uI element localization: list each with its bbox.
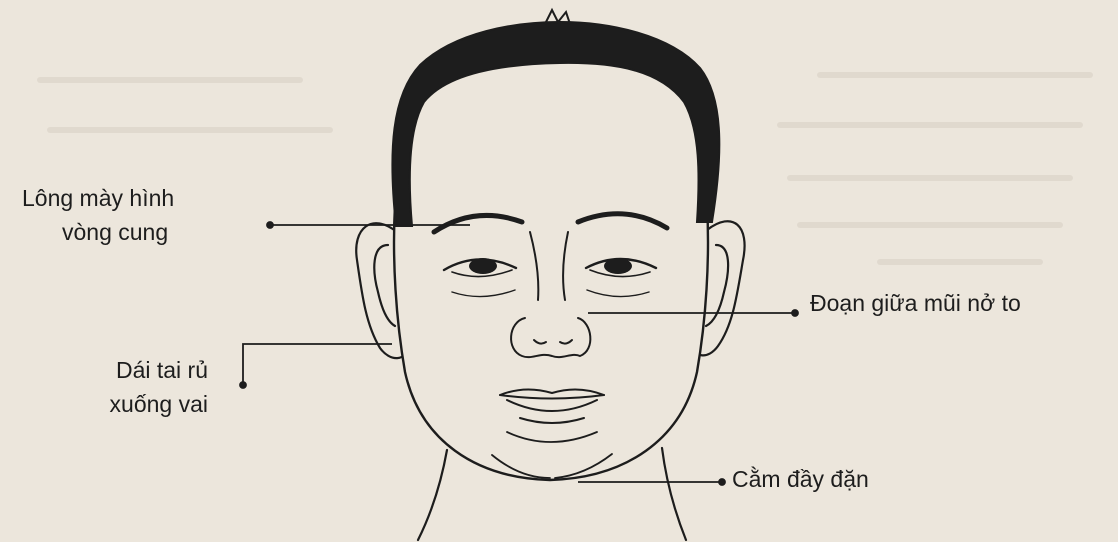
earlobe-label-line-2: xuống vai (60, 387, 208, 421)
eyebrow-label-line-2: vòng cung (22, 215, 174, 249)
eyebrow-label-line-1: Lông mày hình (22, 181, 174, 215)
nose-label: Đoạn giữa mũi nở to (810, 286, 1021, 320)
hair (392, 22, 719, 226)
right-pupil (604, 258, 632, 274)
eyebrow-label: Lông mày hình vòng cung (22, 181, 174, 249)
earlobe-label-line-1: Dái tai rủ (60, 353, 208, 387)
earlobe-label: Dái tai rủ xuống vai (60, 353, 208, 421)
chin-label: Cằm đầy đặn (732, 462, 869, 496)
left-pupil (469, 258, 497, 274)
earlobe-leader (243, 344, 392, 385)
face-outline (394, 205, 708, 480)
